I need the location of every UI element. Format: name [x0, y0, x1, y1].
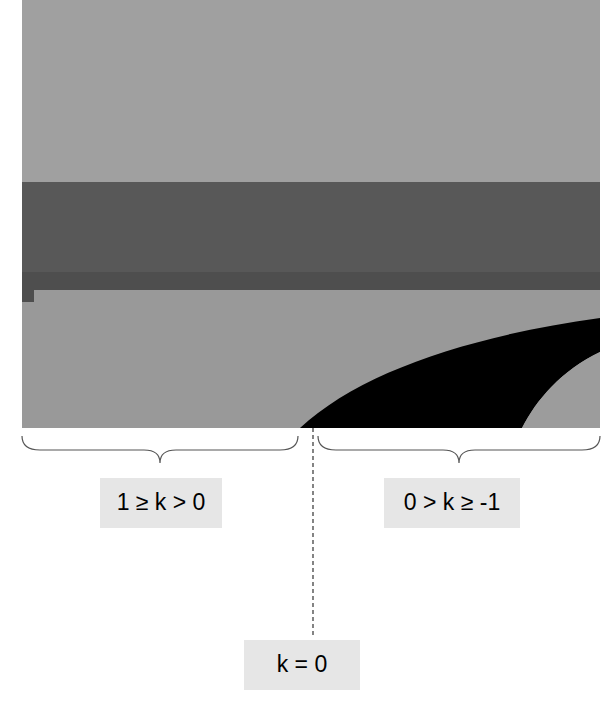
top-band [22, 0, 600, 182]
band-step [22, 290, 34, 302]
darker-band [22, 272, 600, 290]
label-box: k = 0 [244, 640, 360, 690]
k-range-label: k = 0 [277, 651, 328, 679]
k-range-label: 1 ≥ k > 0 [117, 489, 206, 517]
lower-band [22, 290, 600, 428]
label-box: 0 > k ≥ -1 [384, 478, 520, 528]
dark-band [22, 182, 600, 272]
label-box: 1 ≥ k > 0 [100, 478, 222, 528]
left-brace [22, 436, 298, 463]
wedge-right-region [522, 352, 600, 428]
right-brace [318, 436, 600, 463]
black-wedge [300, 318, 600, 428]
dashed-marker-line [312, 428, 313, 638]
k-range-label: 0 > k ≥ -1 [404, 489, 500, 517]
